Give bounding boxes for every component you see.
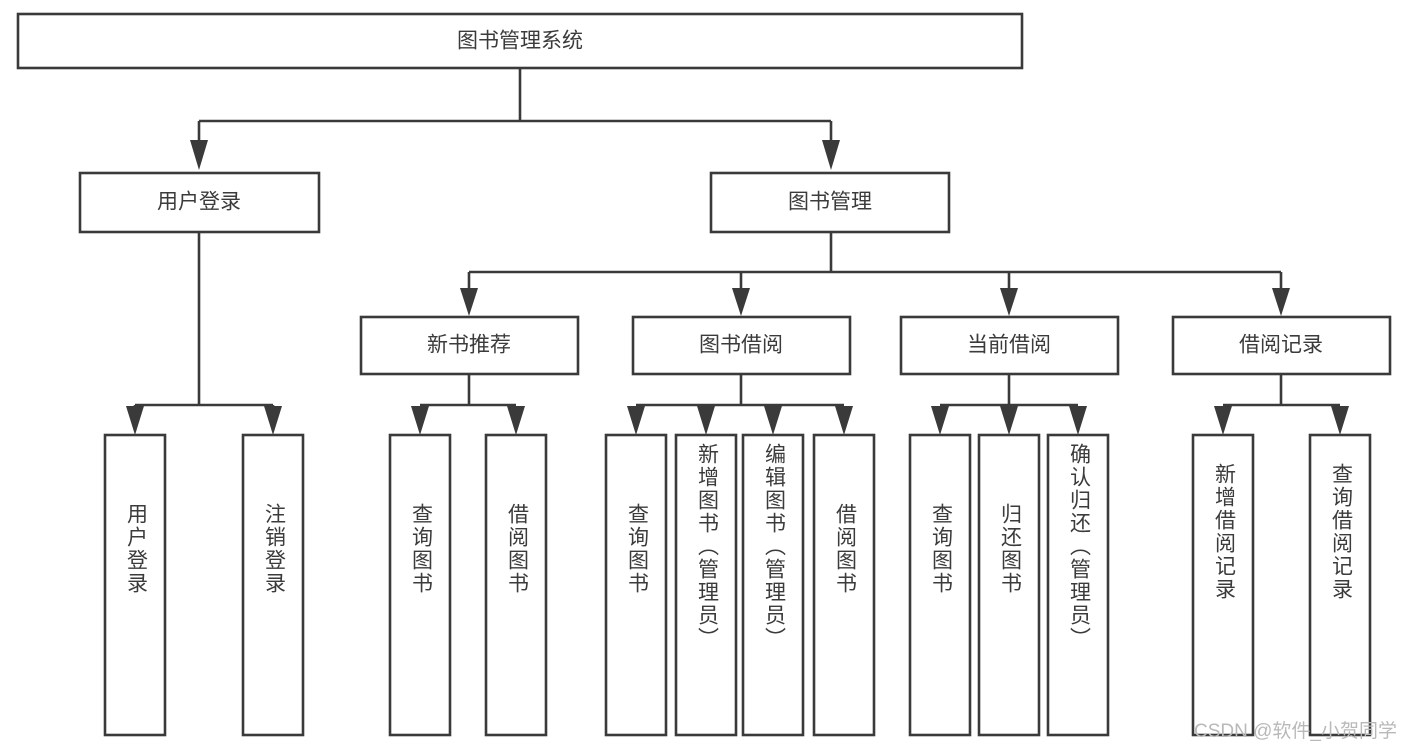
arrow-newbook-leaf-1-icon [411,406,429,435]
node-current-borrow-box[interactable] [899,315,1120,376]
leaf-box-book-borrow-2[interactable] [741,433,805,737]
arrow-currentborrow-leaf-1-icon [931,406,949,435]
connector-group-book-borrow [627,374,853,435]
node-new-book-recommend-box[interactable] [359,315,580,376]
node-new-book-recommend[interactable]: 新书推荐 [359,315,580,376]
connector-group-book-management [460,232,1290,316]
arrow-bookborrow-leaf-1-icon [627,406,645,435]
arrow-login-leaf-1-icon [126,406,144,435]
node-book-management-label: 图书管理 [788,191,872,214]
leaf-box-user-login-1[interactable] [241,433,305,737]
arrow-bookmgmt-child-3-icon [1000,288,1018,316]
arrow-bookborrow-leaf-4-icon [835,406,853,435]
node-borrow-record[interactable]: 借阅记录 [1171,315,1392,376]
node-user-login-box[interactable] [78,171,321,234]
node-root-book-management-system[interactable]: 图书管理系统 [16,12,1024,70]
node-user-login[interactable]: 用户登录 [78,171,321,234]
arrow-login-leaf-2-icon [264,406,282,435]
arrow-currentborrow-leaf-2-icon [1000,406,1018,435]
node-user-login-label: 用户登录 [157,191,241,214]
arrow-borrowrecord-leaf-2-icon [1331,406,1349,435]
leaf-box-current-borrow-0[interactable] [908,433,972,737]
leaf-box-user-login-0[interactable] [103,433,167,737]
leaf-box-new-book-0[interactable] [388,433,452,737]
arrow-newbook-leaf-2-icon [507,406,525,435]
node-book-management-box[interactable] [709,171,951,234]
connector-group-user-login [126,232,282,435]
arrow-bookborrow-leaf-3-icon [764,406,782,435]
connector-group-borrow-record [1214,374,1349,435]
arrow-root-to-bookmgmt-icon [822,140,840,170]
node-root-box[interactable] [16,12,1024,70]
arrow-bookborrow-leaf-2-icon [697,406,715,435]
node-book-borrow-box[interactable] [631,315,852,376]
leaf-box-book-borrow-3[interactable] [812,433,876,737]
arrow-bookmgmt-child-4-icon [1272,288,1290,316]
leaf-box-book-borrow-0[interactable] [604,433,668,737]
arrow-bookmgmt-child-2-icon [732,288,750,316]
leaf-box-book-borrow-1[interactable] [674,433,738,737]
node-current-borrow-label: 当前借阅 [967,334,1051,357]
arrow-currentborrow-leaf-3-icon [1069,406,1087,435]
connector-group-root [190,68,840,170]
connector-group-new-book [411,374,525,435]
leaf-box-borrow-record-0[interactable] [1191,433,1255,737]
node-root-label: 图书管理系统 [457,30,583,53]
node-book-borrow-label: 图书借阅 [699,334,783,357]
node-borrow-record-box[interactable] [1171,315,1392,376]
arrow-root-to-login-icon [190,140,208,170]
arrow-borrowrecord-leaf-1-icon [1214,406,1232,435]
leaf-box-current-borrow-2[interactable] [1046,433,1110,737]
node-new-book-recommend-label: 新书推荐 [427,334,511,357]
leaf-box-new-book-1[interactable] [484,433,548,737]
node-book-borrow[interactable]: 图书借阅 [631,315,852,376]
leaf-box-current-borrow-1[interactable] [977,433,1041,737]
node-current-borrow[interactable]: 当前借阅 [899,315,1120,376]
node-borrow-record-label: 借阅记录 [1239,334,1323,357]
arrow-bookmgmt-child-1-icon [460,288,478,316]
leaf-box-borrow-record-1[interactable] [1308,433,1372,737]
node-book-management[interactable]: 图书管理 [709,171,951,234]
connector-group-current-borrow [931,374,1087,435]
